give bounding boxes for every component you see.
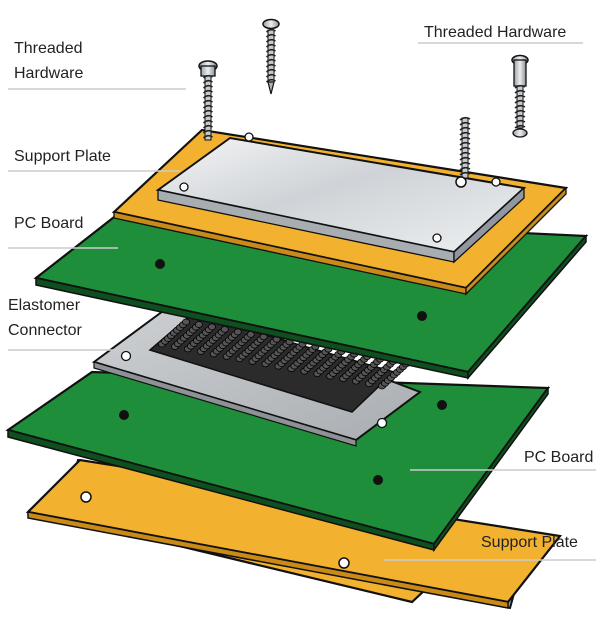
elastomer-contact-grid	[157, 318, 410, 390]
label-threaded-hardware-left-line2: Hardware	[14, 65, 84, 82]
support-plate-top	[111, 128, 569, 296]
mount-hole	[338, 557, 350, 569]
support-plate-bottom	[25, 458, 563, 610]
label-pc-board-top: PC Board	[14, 215, 84, 232]
label-elastomer-connector-line2: Connector	[8, 322, 82, 339]
label-support-plate-bottom: Support Plate	[481, 534, 578, 551]
contact-dot	[194, 321, 203, 328]
leader-lines	[8, 42, 596, 561]
mount-hole	[155, 259, 165, 269]
mount-hole	[119, 410, 129, 420]
label-threaded-hardware-left-line1: Threaded	[14, 40, 83, 57]
label-pc-board-bottom: PC Board	[524, 449, 594, 466]
mount-hole	[417, 311, 427, 321]
contact-dot	[233, 328, 242, 336]
mount-hole	[373, 475, 383, 485]
contact-dot	[181, 318, 190, 326]
contact-dot	[207, 323, 216, 331]
label-threaded-hardware-right: Threaded Hardware	[424, 24, 567, 41]
bolt-left	[198, 60, 218, 141]
mount-hole	[437, 400, 447, 410]
pc-board-bottom	[5, 370, 551, 553]
label-support-plate-top: Support Plate	[14, 148, 111, 165]
bolt-plate	[455, 116, 471, 188]
label-elastomer-connector-line1: Elastomer	[8, 297, 81, 314]
contact-dot	[220, 325, 229, 333]
mount-hole	[80, 491, 92, 503]
elastomer-connector	[91, 298, 423, 447]
bolt-right	[511, 54, 529, 138]
bolt-center	[262, 18, 280, 95]
